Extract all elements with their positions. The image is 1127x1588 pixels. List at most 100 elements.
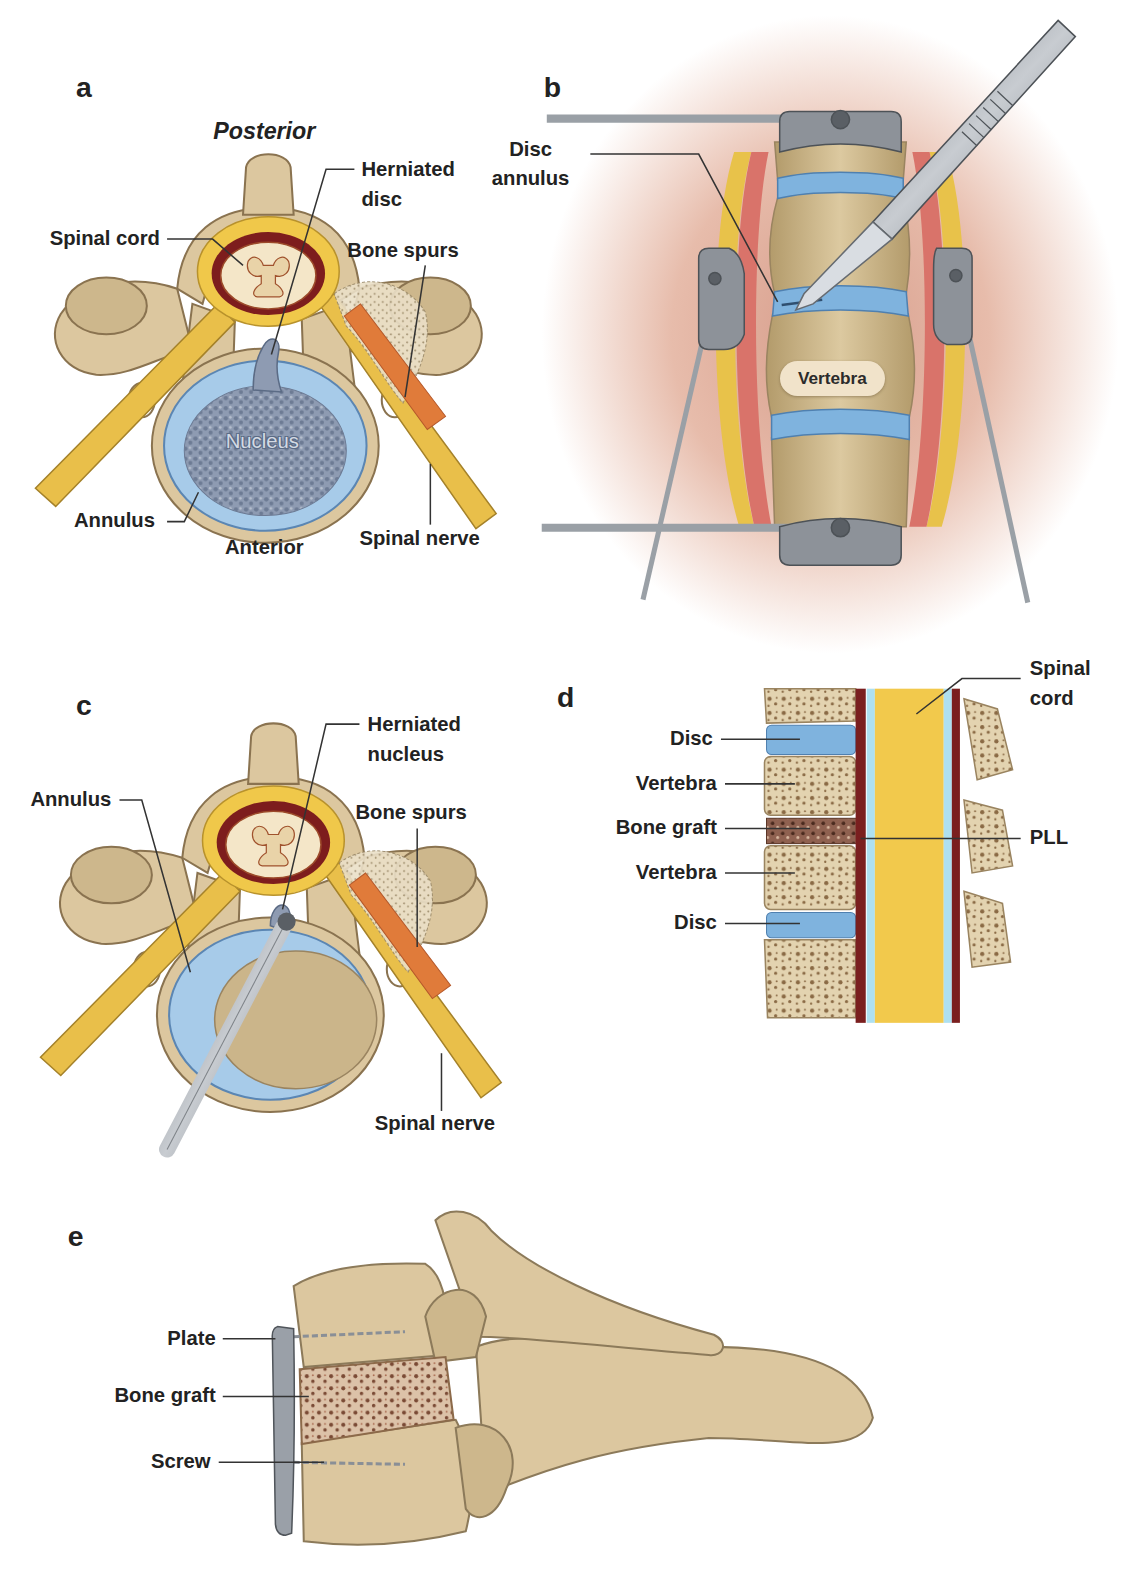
panel-b-surgical-view — [772, 431, 910, 526]
panel-b-surgical-view — [997, 91, 1012, 105]
part-label: Vertebra — [636, 769, 717, 798]
panel-c-vertebra — [41, 723, 502, 1112]
panel-b-surgical-view — [766, 308, 914, 417]
panel-b-surgical-view — [831, 111, 849, 129]
panel-d-sagittal — [964, 800, 1013, 873]
panel-d-sagittal — [867, 689, 875, 1023]
panel-b-surgical-view — [969, 124, 984, 138]
leader-lines — [416, 828, 418, 946]
leader-lines — [725, 783, 795, 785]
panel-letter: a — [76, 68, 92, 109]
panel-e-lateral — [425, 1290, 486, 1362]
panel-b-surgical-view — [796, 222, 892, 310]
part-label: Spinal cord — [50, 224, 160, 253]
part-label: Herniated nucleus — [368, 710, 481, 769]
panel-b-surgical-view — [962, 132, 977, 146]
panel-d-sagittal — [964, 699, 1013, 967]
part-label: Disc — [674, 909, 717, 938]
panel-b-surgical-view — [970, 339, 1028, 602]
leader-lines — [119, 800, 190, 972]
panel-d-sagittal — [764, 846, 855, 910]
panel-e-lateral — [272, 1211, 873, 1544]
surgical-instrument — [167, 912, 296, 1149]
leader-lines — [861, 838, 1021, 840]
panel-d-sagittal — [952, 689, 960, 1023]
part-label: Annulus — [74, 507, 155, 536]
leader-lines — [223, 1338, 276, 1340]
leader-lines — [167, 239, 243, 265]
leader-lines — [271, 169, 354, 354]
leader-lines — [119, 154, 1020, 1462]
panel-a-vertebra — [35, 154, 496, 543]
panel-b-surgical-view — [831, 519, 849, 537]
panel-b-surgical-view — [990, 99, 1005, 113]
leader-lines — [219, 1462, 324, 1464]
panel-b-surgical-view — [934, 248, 972, 344]
panel-b-surgical-view — [950, 269, 962, 281]
panel-e-lateral — [294, 1332, 405, 1337]
leader-lines — [725, 828, 810, 830]
panel-b-surgical-view — [773, 286, 909, 316]
surgical-instrument — [167, 927, 283, 1150]
panel-d-sagittal — [764, 689, 855, 1018]
panel-d-sagittal — [856, 689, 866, 1023]
part-label: Nucleus — [226, 428, 299, 457]
panel-d-sagittal — [764, 689, 1012, 1023]
leader-lines — [441, 1053, 443, 1111]
leader-lines — [916, 679, 1020, 714]
panel-d-sagittal — [764, 940, 855, 1018]
leader-lines — [725, 923, 800, 925]
panel-b-surgical-view — [772, 409, 910, 439]
panel-b-surgical-view — [709, 273, 721, 285]
panel-a-vertebra — [253, 339, 281, 392]
panel-d-sagittal — [764, 689, 855, 723]
part-label: Spinal cord — [1030, 654, 1111, 713]
part-label: Spinal nerve — [375, 1109, 495, 1138]
panel-d-sagittal — [944, 689, 952, 1023]
panel-b-surgical-view — [962, 91, 1013, 146]
leader-lines — [430, 464, 432, 525]
part-label: Bone spurs — [355, 798, 466, 827]
label-pill: Vertebra — [780, 361, 885, 395]
leader-lines — [405, 265, 425, 397]
panel-d-sagittal — [964, 699, 1013, 780]
panel-e-lateral — [456, 1424, 513, 1517]
panel-b-surgical-view — [983, 107, 998, 121]
panel-b-surgical-view — [699, 248, 745, 349]
part-label: Plate — [167, 1324, 215, 1353]
panel-b-surgical-view — [542, 15, 1119, 653]
node-text: Vertebra — [798, 368, 867, 389]
panel-b-surgical-view — [766, 142, 914, 527]
part-label: Herniated disc — [361, 155, 474, 214]
panel-b-surgical-view — [542, 111, 1028, 603]
panel-d-sagittal — [767, 912, 856, 937]
panel-e-lateral — [476, 1338, 873, 1494]
panel-letter: e — [68, 1217, 84, 1258]
panel-d-sagittal — [875, 689, 944, 1023]
panel-a-vertebra — [184, 386, 346, 516]
surgical-instrument — [167, 927, 283, 1150]
part-label: Bone spurs — [347, 236, 458, 265]
panel-e-lateral — [294, 1264, 448, 1368]
part-label: Annulus — [30, 785, 111, 814]
part-label: Bone graft — [114, 1382, 215, 1411]
panel-b-surgical-view — [643, 344, 702, 599]
part-label: Vertebra — [636, 858, 717, 887]
part-label: Posterior — [213, 115, 315, 149]
panel-b-surgical-view — [976, 116, 991, 130]
panel-b-surgical-view — [778, 172, 904, 198]
panel-letter: b — [544, 68, 561, 109]
leader-lines — [167, 492, 198, 521]
leader-lines — [590, 154, 777, 302]
part-label: Disc — [670, 724, 713, 753]
part-label: Screw — [151, 1447, 211, 1476]
panel-letter: c — [76, 685, 92, 726]
panel-d-sagittal — [964, 891, 1011, 967]
panel-b-surgical-view — [873, 20, 1076, 239]
panel-b-surgical-view — [780, 519, 902, 566]
panel-letter: d — [557, 677, 574, 718]
part-label: Disc annulus — [484, 135, 577, 194]
